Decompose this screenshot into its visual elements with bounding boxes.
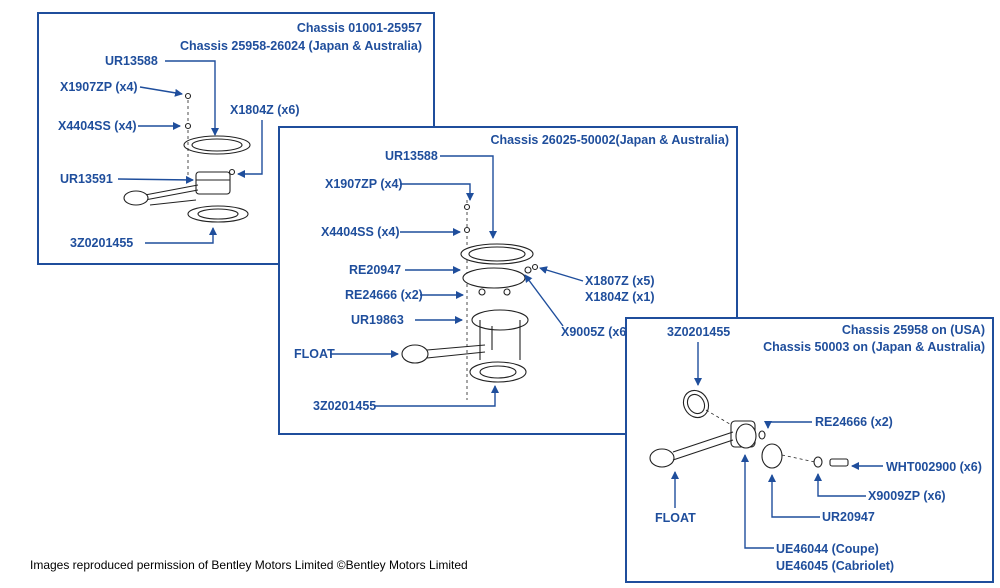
sender-unit [195,171,231,195]
copyright-footer: Images reproduced permission of Bentley … [30,558,468,572]
panel-2-header-1: Chassis 26025-50002(Japan & Australia) [490,133,729,147]
label-ue46045: UE46045 (Cabriolet) [776,559,894,573]
label-re20947: RE20947 [349,263,401,277]
label-x1907zp-2: X1907ZP (x4) [325,177,403,191]
float-3 [649,448,675,468]
sender-ur19863 [471,309,529,331]
panel-3-frame [625,317,994,583]
label-x4404ss-2: X4404SS (x4) [321,225,400,239]
panel-1-drawing [123,92,251,223]
bottom-gasket-2 [469,361,527,383]
label-ur13588: UR13588 [105,54,158,68]
bolt [829,458,849,467]
cover-plate [761,443,783,469]
ring-seal [682,389,710,419]
label-re24666-3: RE24666 (x2) [815,415,893,429]
label-ur20947: UR20947 [822,510,875,524]
panel-3-drawing [649,389,849,469]
label-float-2: FLOAT [294,347,335,361]
panel-2-drawing [401,200,539,400]
label-3z0201455-2: 3Z0201455 [313,399,376,413]
float-1 [123,190,149,206]
panel-1-header-2: Chassis 25958-26024 (Japan & Australia) [180,39,422,53]
label-x1804z: X1804Z (x6) [230,103,299,117]
label-3z0201455: 3Z0201455 [70,236,133,250]
label-x9005z: X9005Z (x6) [561,325,630,339]
panel-3: Chassis 25958 on (USA) Chassis 50003 on … [625,317,994,583]
label-x1807z: X1807Z (x5) [585,274,654,288]
label-x9009zp: X9009ZP (x6) [868,489,946,503]
panel-3-header-2: Chassis 50003 on (Japan & Australia) [763,340,985,354]
label-wht002900: WHT002900 (x6) [886,460,982,474]
label-ur13588-2: UR13588 [385,149,438,163]
label-ur19863: UR19863 [351,313,404,327]
plate [462,267,526,289]
label-x4404ss: X4404SS (x4) [58,119,137,133]
panel-1-header-1: Chassis 01001-25957 [297,21,422,35]
bottom-seal [187,205,249,223]
float-2 [401,344,429,364]
panel-3-header-1: Chassis 25958 on (USA) [842,323,985,337]
label-3z0201455-3: 3Z0201455 [667,325,730,339]
label-ue46044: UE46044 (Coupe) [776,542,879,556]
label-ur13591: UR13591 [60,172,113,186]
label-float-3: FLOAT [655,511,696,525]
label-x1804z-2: X1804Z (x1) [585,290,654,304]
label-x1907zp: X1907ZP (x4) [60,80,138,94]
label-re24666: RE24666 (x2) [345,288,423,302]
